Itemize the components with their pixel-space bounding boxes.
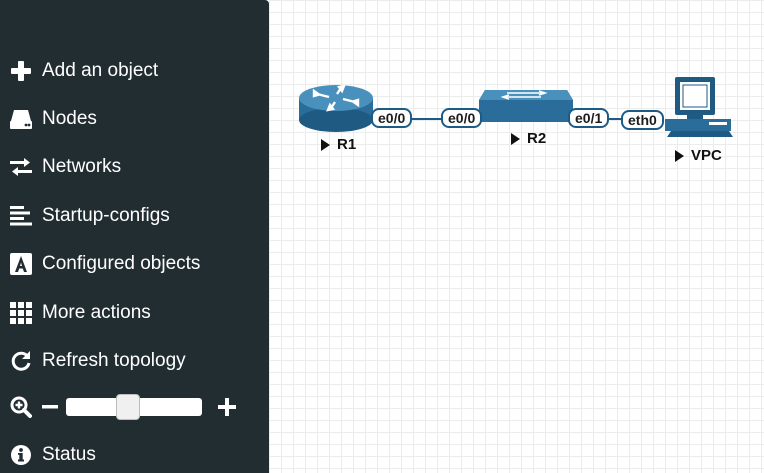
menu-networks[interactable]: Networks <box>8 152 121 182</box>
iface-r1-e0-0[interactable]: e0/0 <box>371 108 413 128</box>
font-a-icon <box>8 253 34 275</box>
menu-refresh-topology[interactable]: Refresh topology <box>8 346 186 376</box>
plus-small-icon <box>218 398 236 416</box>
node-r2-label[interactable]: R2 <box>511 130 546 147</box>
align-left-icon <box>8 205 34 227</box>
topology-canvas[interactable]: R1 R2 VPC e0/0 e0/0 e0/1 eth0 <box>269 0 764 473</box>
vpc-computer-icon[interactable] <box>665 75 735 143</box>
menu-startup-configs[interactable]: Startup-configs <box>8 201 170 231</box>
zoom-out-button[interactable] <box>40 396 60 418</box>
menu-configured-objects[interactable]: Configured objects <box>8 249 200 279</box>
menu-status-label: Status <box>42 444 96 465</box>
play-triangle-icon <box>675 149 684 162</box>
zoom-slider[interactable] <box>66 394 202 420</box>
router-r1-icon[interactable] <box>297 82 375 134</box>
play-triangle-icon <box>321 138 330 151</box>
link-r1-r2[interactable] <box>409 118 449 120</box>
iface-vpc-eth0[interactable]: eth0 <box>621 110 664 130</box>
menu-more-actions[interactable]: More actions <box>8 298 151 328</box>
grid-icon <box>8 302 34 324</box>
plus-icon <box>8 60 34 82</box>
zoom-controls <box>8 393 238 421</box>
menu-nodes-label: Nodes <box>42 108 97 129</box>
zoom-slider-handle[interactable] <box>116 394 140 420</box>
hard-drive-icon <box>8 108 34 130</box>
exchange-arrows-icon <box>8 156 34 178</box>
menu-nodes[interactable]: Nodes <box>8 104 97 134</box>
menu-add-object[interactable]: Add an object <box>8 56 158 86</box>
menu-startup-configs-label: Startup-configs <box>42 205 170 226</box>
iface-r2-e0-1[interactable]: e0/1 <box>568 108 610 128</box>
zoom-in-button[interactable] <box>216 396 238 418</box>
menu-configured-objects-label: Configured objects <box>42 253 201 274</box>
iface-r2-e0-0[interactable]: e0/0 <box>441 108 483 128</box>
play-triangle-icon <box>511 132 520 145</box>
switch-r2-icon[interactable] <box>477 88 573 124</box>
link-r2-vpc[interactable] <box>609 118 623 120</box>
menu-add-object-label: Add an object <box>42 60 159 81</box>
menu-more-actions-label: More actions <box>42 302 151 323</box>
info-circle-icon <box>8 444 34 466</box>
minus-icon <box>42 405 58 409</box>
zoom-in-icon <box>8 396 34 418</box>
node-vpc-label[interactable]: VPC <box>675 147 722 164</box>
node-r1-label[interactable]: R1 <box>321 136 356 153</box>
menu-status[interactable]: Status <box>8 440 96 470</box>
menu-refresh-topology-label: Refresh topology <box>42 350 186 371</box>
menu-networks-label: Networks <box>42 156 122 177</box>
sidebar: Add an object Nodes Networks Startup-con… <box>0 0 269 473</box>
refresh-icon <box>8 350 34 372</box>
